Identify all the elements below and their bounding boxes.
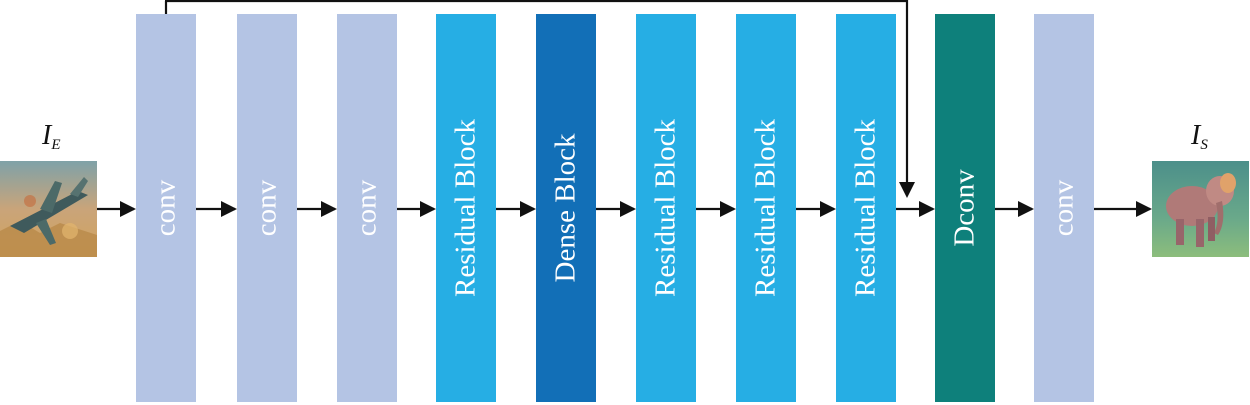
block-dense-5: Dense Block: [536, 14, 596, 402]
block-label: Residual Block: [649, 118, 682, 298]
block-label: conv: [1047, 179, 1080, 237]
block-label: Dense Block: [549, 133, 582, 283]
block-residual-6: Residual Block: [636, 14, 696, 402]
block-label: Residual Block: [749, 118, 782, 298]
arrow-head: [1136, 201, 1152, 217]
block-label: Dconv: [948, 169, 981, 247]
arrow-head: [919, 201, 935, 217]
skip-connection-head: [899, 182, 915, 198]
block-residual-7: Residual Block: [736, 14, 796, 402]
output-label: IS: [1191, 120, 1208, 153]
arrow-head: [221, 201, 237, 217]
block-dconv-9: Dconv: [935, 14, 995, 402]
input-image-airplane: [0, 161, 97, 257]
block-label: Residual Block: [849, 118, 882, 298]
block-label: conv: [250, 179, 283, 237]
arrow-head: [321, 201, 337, 217]
arrow-head: [620, 201, 636, 217]
block-conv-2: conv: [237, 14, 297, 402]
block-conv-1: conv: [136, 14, 196, 402]
block-conv-10: conv: [1034, 14, 1094, 402]
block-label: conv: [350, 179, 383, 237]
block-label: Residual Block: [449, 118, 482, 298]
output-image-elephant: [1152, 161, 1249, 257]
block-conv-3: conv: [337, 14, 397, 402]
arrow-head: [720, 201, 736, 217]
arrow-head: [820, 201, 836, 217]
block-residual-4: Residual Block: [436, 14, 496, 402]
arrow-head: [520, 201, 536, 217]
block-label: conv: [149, 179, 182, 237]
arrow-head: [120, 201, 136, 217]
input-label: IE: [42, 120, 61, 153]
arrow-head: [1018, 201, 1034, 217]
block-residual-8: Residual Block: [836, 14, 896, 402]
arrow-head: [420, 201, 436, 217]
